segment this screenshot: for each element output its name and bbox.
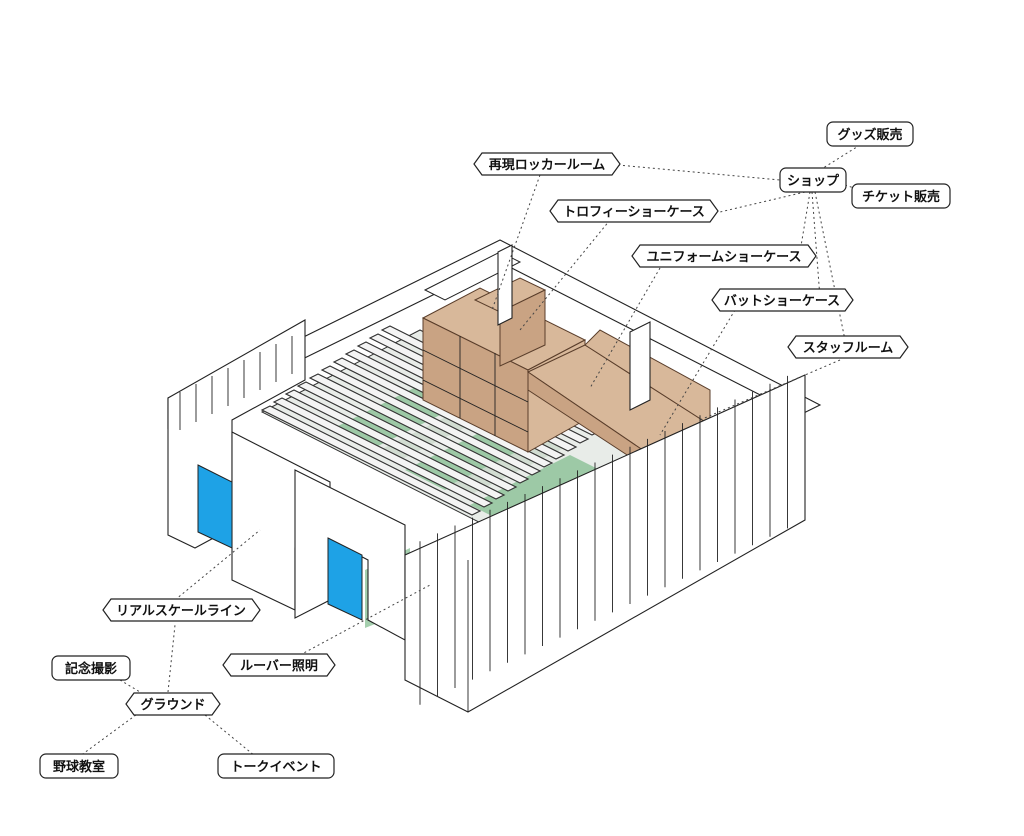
louver-rail [260,405,482,516]
label-louver: ルーバー照明 [240,659,318,674]
label-trophy: トロフィーショーケース [563,205,705,220]
louver-rail [320,365,542,476]
tag-staff: スタッフルーム [787,335,909,359]
tag-ticket: チケット販売 [851,183,951,209]
tag-locker: 再現ロッカールーム [473,152,621,176]
louver-rail [284,389,506,500]
wood-shelving [421,277,712,471]
blue-panel-left [197,464,233,549]
tag-uniform: ユニフォームショーケース [631,244,817,268]
label-ground: グラウンド [140,697,205,713]
tag-baseball: 野球教室 [39,753,119,779]
tag-talk: トークイベント [217,753,335,779]
louver-rail [332,357,554,468]
label-shop: ショップ [787,174,840,189]
label-talk: トークイベント [230,760,321,775]
label-bat: バットショーケース [724,294,840,309]
tag-ground: グラウンド [125,692,221,716]
louver-rail [272,397,494,508]
tag-trophy: トロフィーショーケース [549,199,719,223]
tag-louver: ルーバー照明 [222,653,336,677]
louver-rail [296,381,518,492]
label-staff: スタッフルーム [803,341,894,356]
label-baseball: 野球教室 [53,759,105,775]
outer-walls [167,239,822,713]
tag-photo: 記念撮影 [51,655,131,681]
label-ticket: チケット販売 [862,189,940,205]
tag-shop: ショップ [779,167,847,193]
blue-panel-center [327,537,363,621]
tag-goods: グッズ販売 [826,121,914,147]
leader-lines [79,144,861,757]
label-real-scale: リアルスケールライン [116,604,246,619]
tag-bat: バットショーケース [711,288,854,312]
label-goods: グッズ販売 [837,127,902,143]
label-tags: グッズ販売 ショップ チケット販売 再現ロッカールーム トロフィーショーケース … [39,121,951,779]
louver-rail [308,373,530,484]
label-photo: 記念撮影 [65,661,117,677]
label-locker: 再現ロッカールーム [489,158,606,173]
label-uniform: ユニフォームショーケース [647,250,802,265]
tag-real-scale: リアルスケールライン [102,598,261,622]
